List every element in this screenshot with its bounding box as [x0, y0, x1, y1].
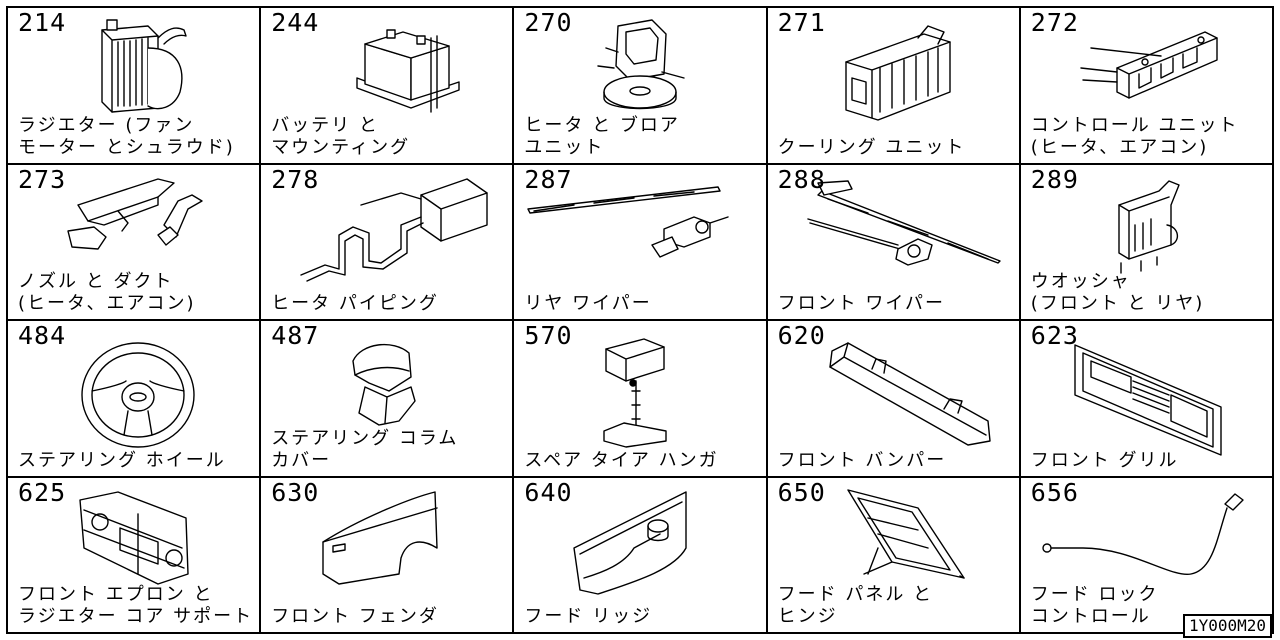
part-code: 650 [777, 477, 826, 507]
diagram-id-label: 1Y000M20 [1182, 614, 1272, 638]
part-code: 656 [1030, 477, 1079, 507]
part-code: 272 [1030, 8, 1079, 37]
part-cell[interactable]: 278 ヒータ パイピング [261, 164, 515, 321]
control-unit-icon [1080, 31, 1218, 99]
rear-wiper-icon [527, 185, 730, 258]
part-name: ステアリング コラム カバー [271, 427, 459, 471]
part-name: フロント バンパー [777, 449, 947, 471]
spare-tire-hanger-icon [603, 338, 668, 448]
part-name: フロント グリル [1030, 449, 1179, 471]
part-cell[interactable]: 271 クーリング ユニット [767, 8, 1021, 165]
front-grille-icon [1074, 344, 1222, 456]
part-cell[interactable]: 650 フード パネル と ヒンジ [767, 477, 1021, 634]
part-name: フロント エプロン と ラジエター コア サポート [18, 584, 254, 627]
part-code: 271 [777, 8, 826, 37]
part-cell[interactable]: 630 フロント フェンダ [261, 477, 515, 634]
part-cell[interactable]: 487 ステアリング コラム カバー [261, 321, 515, 478]
part-name: フロント フェンダ [271, 606, 439, 627]
part-code: 620 [777, 321, 826, 350]
part-name: ヒータ パイピング [271, 293, 439, 314]
part-code: 487 [271, 321, 320, 350]
part-name: リヤ ワイパー [524, 293, 652, 314]
part-code: 278 [271, 164, 320, 194]
part-cell[interactable]: 625 フロント エプロン と ラジエター コア サポート [8, 477, 262, 634]
part-code: 244 [271, 8, 320, 37]
steering-wheel-icon [81, 342, 195, 448]
part-cell[interactable]: 288 フロント ワイパー [767, 164, 1021, 321]
front-fender-icon [322, 490, 438, 585]
nozzle-duct-icon [67, 177, 203, 250]
heater-blower-icon [597, 19, 686, 110]
part-code: 630 [271, 477, 320, 507]
part-code: 270 [524, 8, 573, 37]
part-cell[interactable]: 244 バッテリ と マウンティング [261, 8, 515, 165]
hood-lock-cable-icon [1042, 492, 1244, 575]
battery-icon [356, 29, 460, 113]
front-wiper-icon [806, 179, 1001, 266]
part-code: 640 [524, 477, 573, 507]
part-cell[interactable]: 214 ラジエター (ファン モーター とシュラウド) [8, 8, 262, 165]
part-cell[interactable]: 287 リヤ ワイパー [514, 164, 768, 321]
part-code: 273 [18, 164, 67, 194]
washer-icon [1118, 179, 1180, 274]
heater-piping-icon [300, 177, 488, 282]
part-code: 484 [18, 321, 67, 350]
part-cell[interactable]: 270 ヒータ と ブロア ユニット [514, 8, 768, 165]
part-cell[interactable]: 273 ノズル と ダクト (ヒータ、エアコン) [8, 164, 262, 321]
part-code: 287 [524, 164, 573, 194]
part-name: フロント ワイパー [777, 293, 945, 314]
hood-panel-icon [846, 488, 965, 579]
column-cover-icon [352, 343, 416, 426]
part-cell[interactable]: 289 ウオッシャ (フロント と リヤ) [1020, 164, 1274, 321]
radiator-icon [101, 19, 187, 113]
hood-ledge-icon [573, 490, 688, 595]
part-name: ラジエター (ファン モーター とシュラウド) [18, 114, 235, 158]
part-name: スペア タイア ハンガ [524, 449, 719, 471]
part-name: ノズル と ダクト (ヒータ、エアコン) [18, 271, 196, 314]
part-name: クーリング ユニット [777, 136, 966, 158]
part-code: 623 [1030, 321, 1079, 350]
part-code: 570 [524, 321, 573, 350]
part-cell[interactable]: 620 フロント バンパー [767, 321, 1021, 478]
part-code: 288 [777, 164, 826, 194]
part-cell[interactable]: 570 スペア タイア ハンガ [514, 321, 768, 478]
cooling-unit-icon [844, 25, 951, 121]
part-code: 214 [18, 8, 67, 37]
part-cell[interactable]: 623 フロント グリル [1020, 321, 1274, 478]
part-cell[interactable]: 484 ステアリング ホイール [8, 321, 262, 478]
parts-grid: 214 ラジエター (ファン モーター とシュラウド) 244 バッテリ と マ… [6, 6, 1274, 634]
front-apron-icon [79, 490, 189, 585]
part-cell[interactable]: 640 フード リッジ [514, 477, 768, 634]
part-name: ヒータ と ブロア ユニット [524, 114, 680, 158]
front-bumper-icon [828, 342, 991, 446]
part-name: バッテリ と マウンティング [271, 114, 411, 158]
part-name: ウオッシャ (フロント と リヤ) [1030, 271, 1205, 314]
part-cell[interactable]: 272 コントロール ユニット (ヒータ、エアコン) [1020, 8, 1274, 165]
part-name: コントロール ユニット (ヒータ、エアコン) [1030, 114, 1239, 158]
part-cell[interactable]: 656 フード ロック コントロール [1020, 477, 1274, 634]
part-name: フード リッジ [524, 606, 653, 627]
part-name: フード パネル と ヒンジ [777, 584, 934, 627]
part-code: 289 [1030, 164, 1079, 194]
part-code: 625 [18, 477, 67, 507]
part-name: ステアリング ホイール [18, 449, 226, 471]
part-name: フード ロック コントロール [1030, 584, 1159, 627]
